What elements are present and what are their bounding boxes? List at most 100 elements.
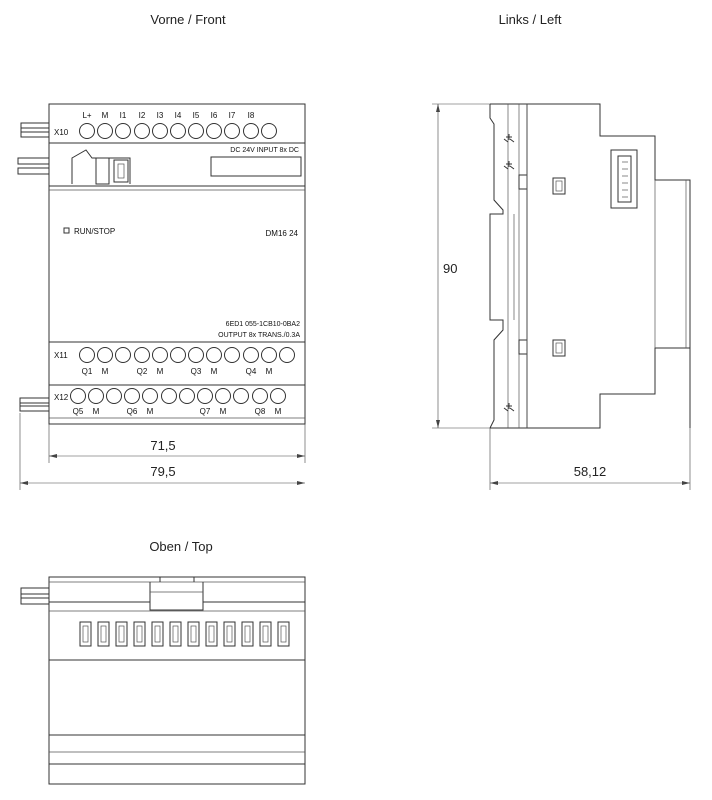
terminal xyxy=(134,123,150,139)
dimension-width-outer-label: 79,5 xyxy=(150,464,175,479)
terminal-label: Q3 xyxy=(191,367,202,376)
top-housing xyxy=(48,576,306,785)
terminal xyxy=(170,347,186,363)
x11-terminals xyxy=(79,347,295,363)
terminal xyxy=(124,388,140,404)
terminal-label: M xyxy=(266,367,273,376)
run-stop-label: RUN/STOP xyxy=(74,227,115,236)
terminal-label: M xyxy=(275,407,282,416)
dimension-depth-label: 58,12 xyxy=(574,464,607,479)
front-view-title: Vorne / Front xyxy=(150,12,226,27)
screw-markers xyxy=(503,134,515,412)
terminal xyxy=(79,123,95,139)
front-pins-top xyxy=(17,122,50,175)
terminal-label: M xyxy=(220,407,227,416)
top-view xyxy=(20,576,306,785)
terminal xyxy=(97,347,113,363)
x12-label: X12 xyxy=(54,393,69,402)
terminal-label: M xyxy=(147,407,154,416)
terminal-label: M xyxy=(157,367,164,376)
terminal xyxy=(224,347,240,363)
terminal xyxy=(206,347,222,363)
terminal xyxy=(197,388,213,404)
terminal xyxy=(70,388,86,404)
terminal-label: I4 xyxy=(175,111,182,120)
terminal xyxy=(88,388,104,404)
terminal-label: Q8 xyxy=(255,407,266,416)
x10-label: X10 xyxy=(54,128,69,137)
front-latch xyxy=(71,149,131,185)
terminal xyxy=(161,388,177,404)
front-pins-bottom xyxy=(19,397,50,412)
input-spec-text: DC 24V INPUT 8x DC xyxy=(230,147,299,154)
front-view: X10 L+ M I1 I2 I3 I4 I5 I6 I7 I8 xyxy=(17,103,306,490)
terminal xyxy=(224,123,240,139)
terminal xyxy=(243,347,259,363)
side-connector xyxy=(610,149,638,209)
front-housing xyxy=(48,103,306,425)
side-window xyxy=(552,177,566,195)
terminal xyxy=(115,123,131,139)
dimension-width-inner-label: 71,5 xyxy=(150,438,175,453)
terminal xyxy=(142,388,158,404)
terminal xyxy=(261,347,277,363)
terminal xyxy=(243,123,259,139)
top-view-title: Oben / Top xyxy=(149,539,212,554)
left-view: 90 58,12 xyxy=(432,103,691,490)
terminal xyxy=(97,123,113,139)
dimension-width-inner xyxy=(48,424,306,463)
terminal xyxy=(79,347,95,363)
output-spec-text: OUTPUT 8x TRANS./0.3A xyxy=(218,332,300,339)
terminal xyxy=(206,123,222,139)
terminal-label: M xyxy=(102,367,109,376)
terminal-label: M xyxy=(102,111,109,120)
terminal xyxy=(179,388,195,404)
terminal-label: M xyxy=(93,407,100,416)
terminal-label: L+ xyxy=(82,111,91,120)
terminal xyxy=(188,123,204,139)
x10-terminals xyxy=(79,123,277,139)
terminal xyxy=(152,123,168,139)
top-side-pins xyxy=(20,587,50,605)
terminal xyxy=(134,347,150,363)
dimension-depth xyxy=(489,428,691,490)
terminal xyxy=(233,388,249,404)
terminal-label: I5 xyxy=(193,111,200,120)
x12-terminals xyxy=(70,388,286,404)
terminal xyxy=(279,347,295,363)
run-stop-led xyxy=(63,227,70,234)
x11-terminal-labels: Q1 M Q2 M Q3 M Q4 M xyxy=(82,367,273,376)
terminal xyxy=(261,123,277,139)
terminal-label: I6 xyxy=(211,111,218,120)
terminal-label: Q6 xyxy=(127,407,138,416)
terminal xyxy=(188,347,204,363)
terminal xyxy=(170,123,186,139)
terminal-label: Q7 xyxy=(200,407,211,416)
label-field xyxy=(210,156,302,177)
terminal-label: I8 xyxy=(248,111,255,120)
terminal-label: Q5 xyxy=(73,407,84,416)
x11-label: X11 xyxy=(54,351,68,360)
dimension-height-label: 90 xyxy=(443,261,457,276)
terminal-label: I7 xyxy=(229,111,236,120)
terminal xyxy=(106,388,122,404)
terminal xyxy=(270,388,286,404)
terminal-label: Q2 xyxy=(137,367,148,376)
side-window xyxy=(552,339,566,357)
model-label: DM16 24 xyxy=(266,229,299,238)
dimension-width-outer xyxy=(19,413,305,490)
terminal xyxy=(252,388,268,404)
terminal-label: I1 xyxy=(120,111,127,120)
terminal-label: Q4 xyxy=(246,367,257,376)
x12-terminal-labels: Q5 M Q6 M Q7 M Q8 M xyxy=(73,407,282,416)
terminal xyxy=(115,347,131,363)
dimension-height xyxy=(432,103,490,429)
terminal-label: M xyxy=(211,367,218,376)
x10-terminal-labels: L+ M I1 I2 I3 I4 I5 I6 I7 I8 xyxy=(82,111,254,120)
top-screw-slots xyxy=(79,621,290,647)
terminal xyxy=(152,347,168,363)
left-view-title: Links / Left xyxy=(499,12,562,27)
terminal xyxy=(215,388,231,404)
order-number: 6ED1 055-1CB10-0BA2 xyxy=(226,321,300,328)
